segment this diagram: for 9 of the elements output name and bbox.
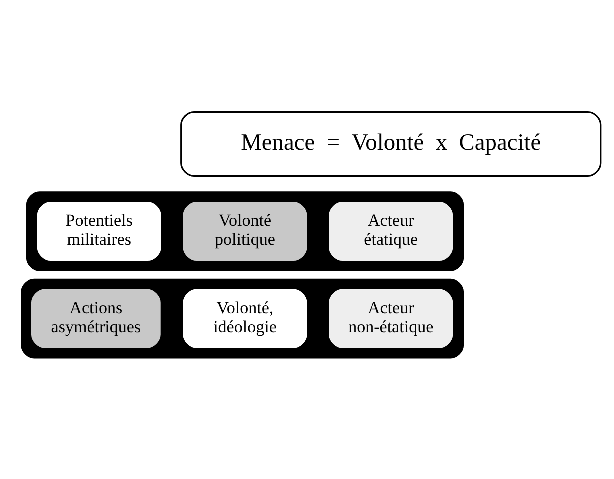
node-box: Volonté, idéologie [183,289,308,348]
cluster [21,278,464,359]
cluster [26,192,464,272]
node-box: Menace = Volonté x Capacité [180,111,602,177]
node-box: Potentiels militaires [37,202,162,262]
node-box: Acteur étatique [329,202,454,262]
node-box: Actions asymétriques [31,289,161,348]
node-box: Acteur non-étatique [329,289,454,348]
node-box: Volonté politique [183,202,308,262]
